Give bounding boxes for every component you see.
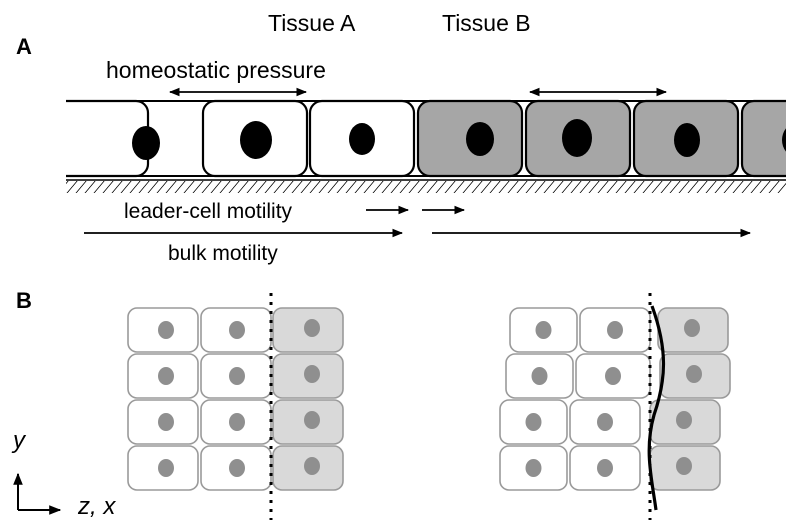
- layer-left-edge: [0, 95, 66, 195]
- cell-nucleus: [674, 123, 700, 157]
- cell-nucleus: [562, 119, 592, 157]
- cell-nucleus: [686, 365, 702, 383]
- zx-axis-label: z, x: [77, 493, 116, 520]
- curved-interface-line: [647, 305, 666, 511]
- cell-nucleus: [158, 459, 174, 477]
- homeostatic-pressure-label: homeostatic pressure: [106, 57, 326, 83]
- cell-nucleus: [597, 459, 613, 477]
- cell-nucleus: [676, 457, 692, 475]
- tissue-a-label: Tissue A: [268, 10, 356, 36]
- cell-nucleus: [240, 121, 272, 159]
- cell-nucleus: [607, 321, 623, 339]
- cell-nucleus: [304, 457, 320, 475]
- cell-nucleus: [605, 367, 621, 385]
- panel-b-label: B: [16, 288, 32, 313]
- cell-nucleus: [229, 367, 245, 385]
- tissue-grid-straight-interface: [127, 307, 344, 491]
- cell-nucleus: [535, 321, 552, 339]
- tissue-grid-curved-interface: [499, 307, 731, 491]
- epithelial-monolayer: [0, 95, 800, 195]
- cell-nucleus: [597, 413, 613, 431]
- panel-a: A Tissue A Tissue B homeostatic pressure…: [0, 10, 800, 265]
- cell-nucleus: [525, 459, 542, 477]
- bulk-motility-label: bulk motility: [168, 242, 278, 265]
- cell-nucleus: [158, 367, 174, 385]
- axes-indicator: y z, x: [11, 427, 116, 520]
- cell-nucleus: [531, 367, 548, 385]
- cell-nucleus: [466, 122, 494, 156]
- cell-nucleus: [349, 123, 375, 155]
- cell-nucleus: [229, 321, 245, 339]
- panel-a-label: A: [16, 34, 32, 59]
- cell-nucleus: [229, 459, 245, 477]
- cell-nucleus: [676, 411, 692, 429]
- leader-cell-motility-label: leader-cell motility: [124, 200, 293, 223]
- cell-nucleus: [525, 413, 542, 431]
- substrate-hatching: [66, 181, 786, 193]
- cell-nucleus: [158, 413, 174, 431]
- cell-nucleus: [304, 411, 320, 429]
- cell-nucleus: [304, 319, 320, 337]
- panel-b: B y z, x: [11, 288, 731, 520]
- cell-nucleus: [158, 321, 174, 339]
- cell-nucleus: [132, 126, 160, 160]
- layer-right-edge: [786, 95, 800, 195]
- tissue-b-label: Tissue B: [442, 10, 531, 36]
- cell-nucleus: [304, 365, 320, 383]
- cell-nucleus: [684, 319, 700, 337]
- y-axis-label: y: [11, 427, 27, 454]
- cell-nucleus: [229, 413, 245, 431]
